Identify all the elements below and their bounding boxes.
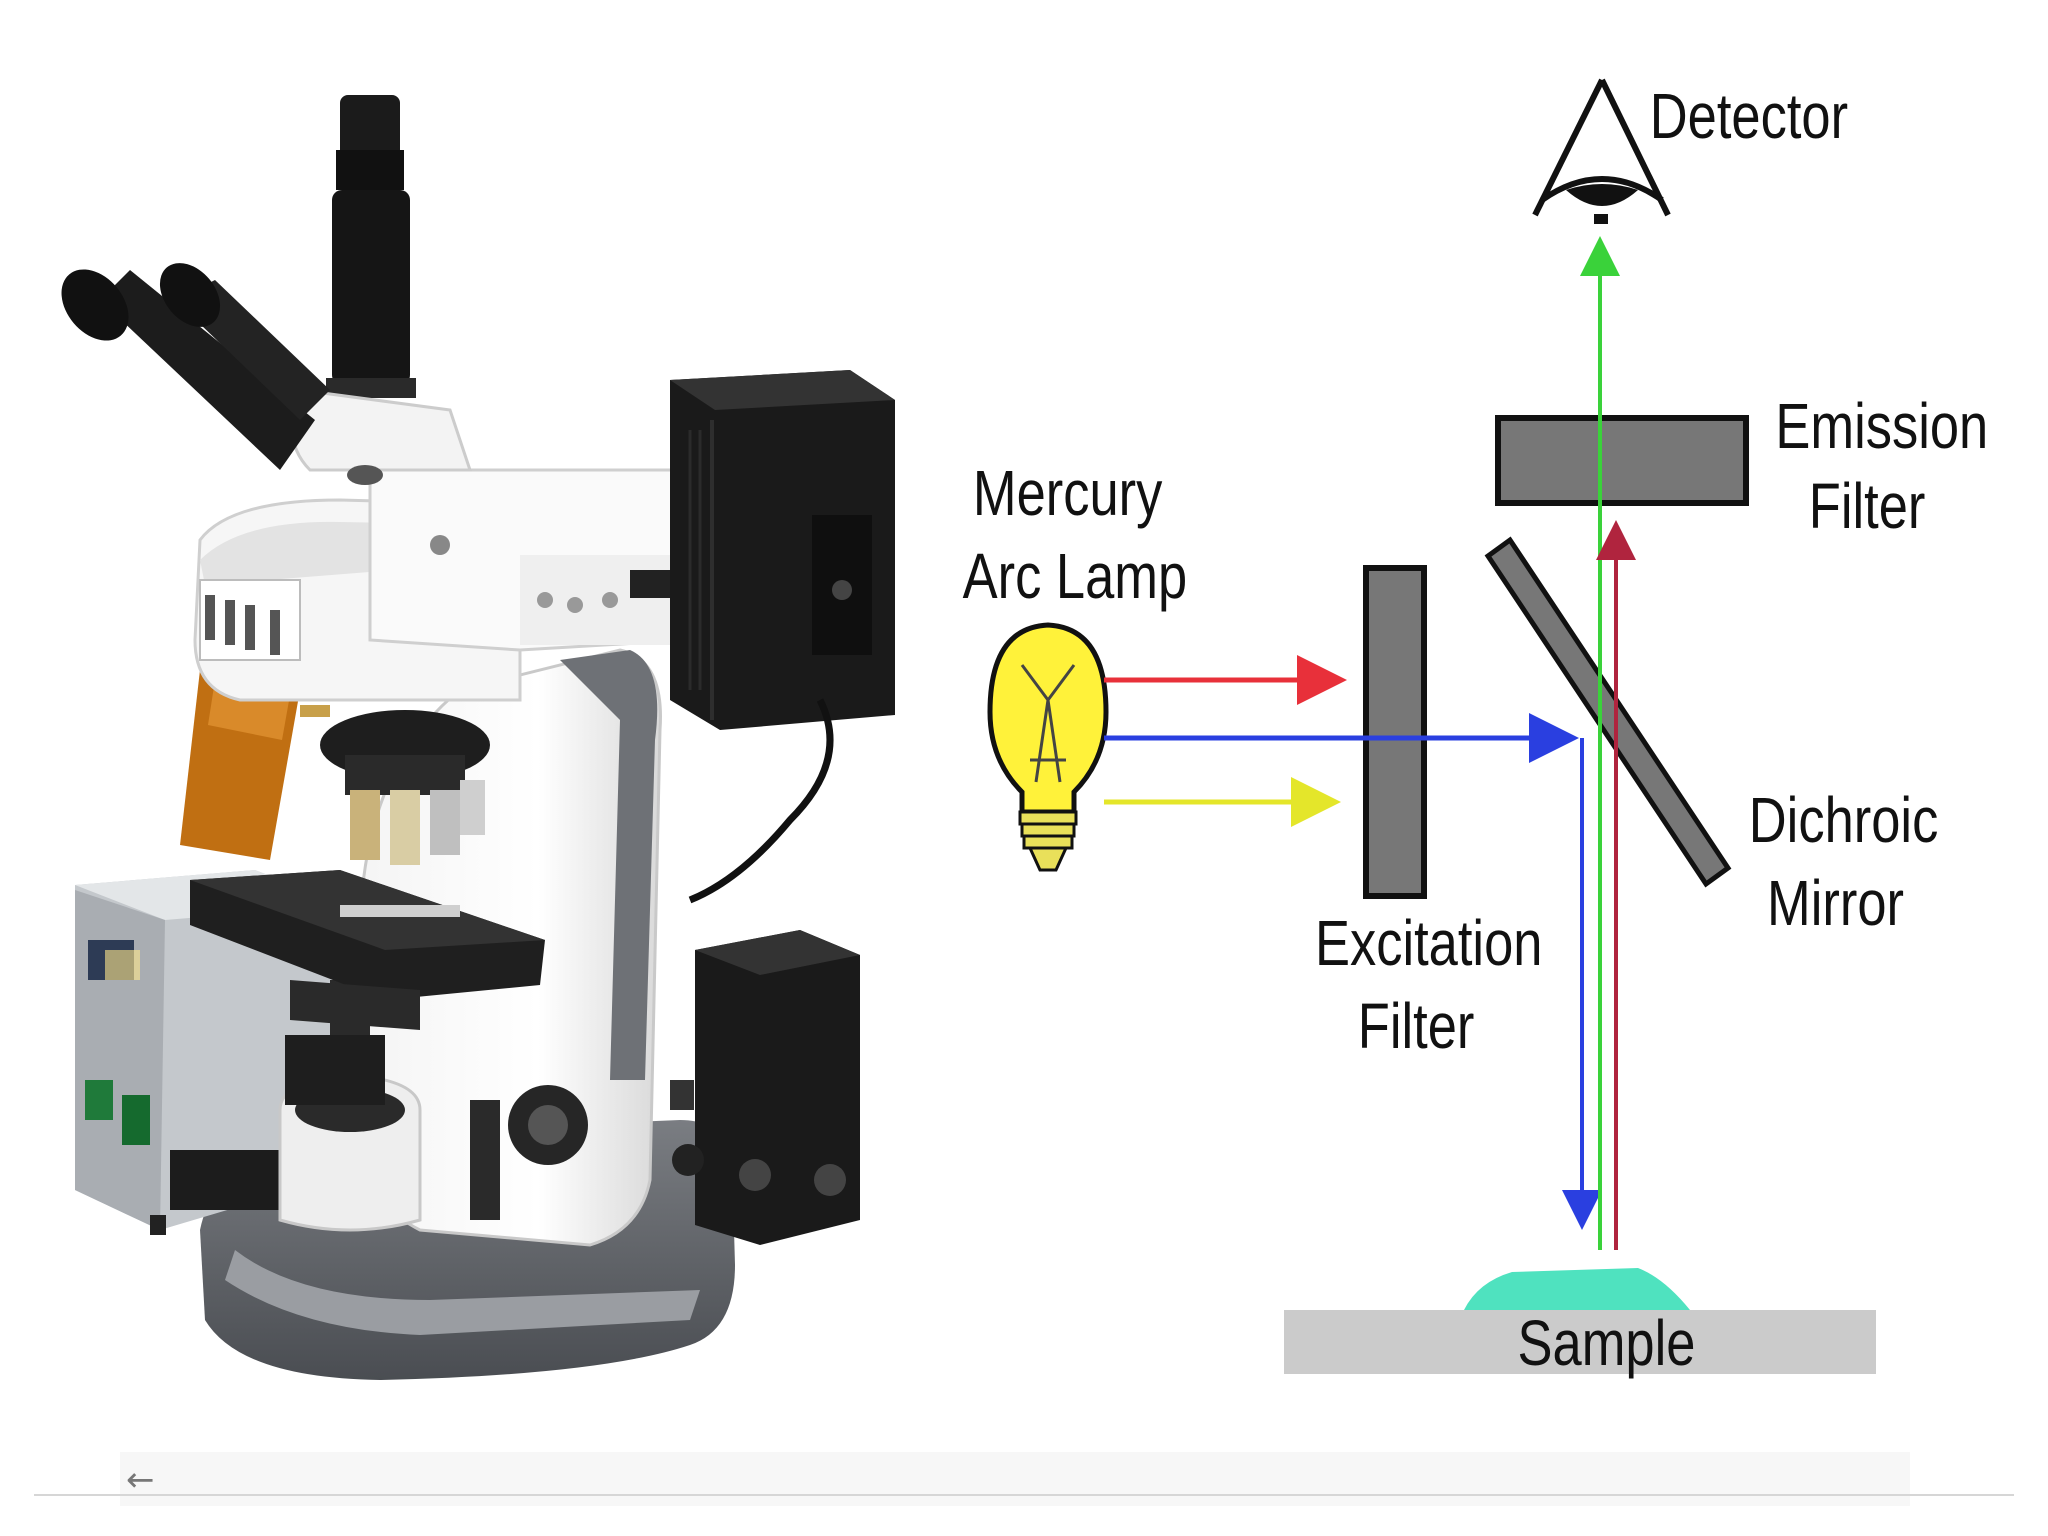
page-footer-bar	[120, 1452, 1910, 1506]
excitation-filter-label-line1: Excitation	[1315, 908, 1543, 979]
controller-box	[695, 930, 860, 1245]
emission-filter-label-line2: Filter	[1809, 471, 1926, 542]
optical-path-schematic: Detector Emission Filter Mercury Arc Lam…	[963, 78, 1988, 1379]
emission-filter-label-line1: Emission	[1775, 391, 1988, 462]
sample-label: Sample	[1518, 1308, 1696, 1379]
emission-filter	[1495, 415, 1749, 506]
excitation-filter-label-line2: Filter	[1358, 991, 1475, 1062]
dichroic-mirror	[1484, 536, 1732, 888]
back-arrow-icon[interactable]: ←	[126, 1460, 155, 1500]
eye-detector-icon	[1532, 78, 1671, 224]
objective-turret	[300, 705, 490, 865]
light-bulb-icon	[987, 622, 1109, 872]
mercury-lamp-label-line2: Arc Lamp	[963, 541, 1188, 612]
microscope-head	[193, 468, 692, 702]
sample-slide	[1284, 1310, 1876, 1374]
microscope-photo	[61, 95, 895, 1380]
footer-divider	[34, 1494, 2014, 1496]
mercury-lamp-label-line1: Mercury	[973, 458, 1163, 529]
eyepieces	[61, 263, 473, 485]
dichroic-mirror-label-line2: Mirror	[1767, 868, 1904, 939]
specimen-stage	[190, 870, 545, 1105]
power-supply-box	[75, 870, 345, 1235]
mercury-lamp-housing	[670, 370, 895, 904]
sample-specimen	[1464, 1268, 1690, 1310]
dichroic-mirror-label-line1: Dichroic	[1749, 785, 1939, 856]
excitation-filter	[1363, 565, 1427, 899]
camera-port	[326, 95, 416, 398]
detector-label: Detector	[1650, 81, 1848, 152]
